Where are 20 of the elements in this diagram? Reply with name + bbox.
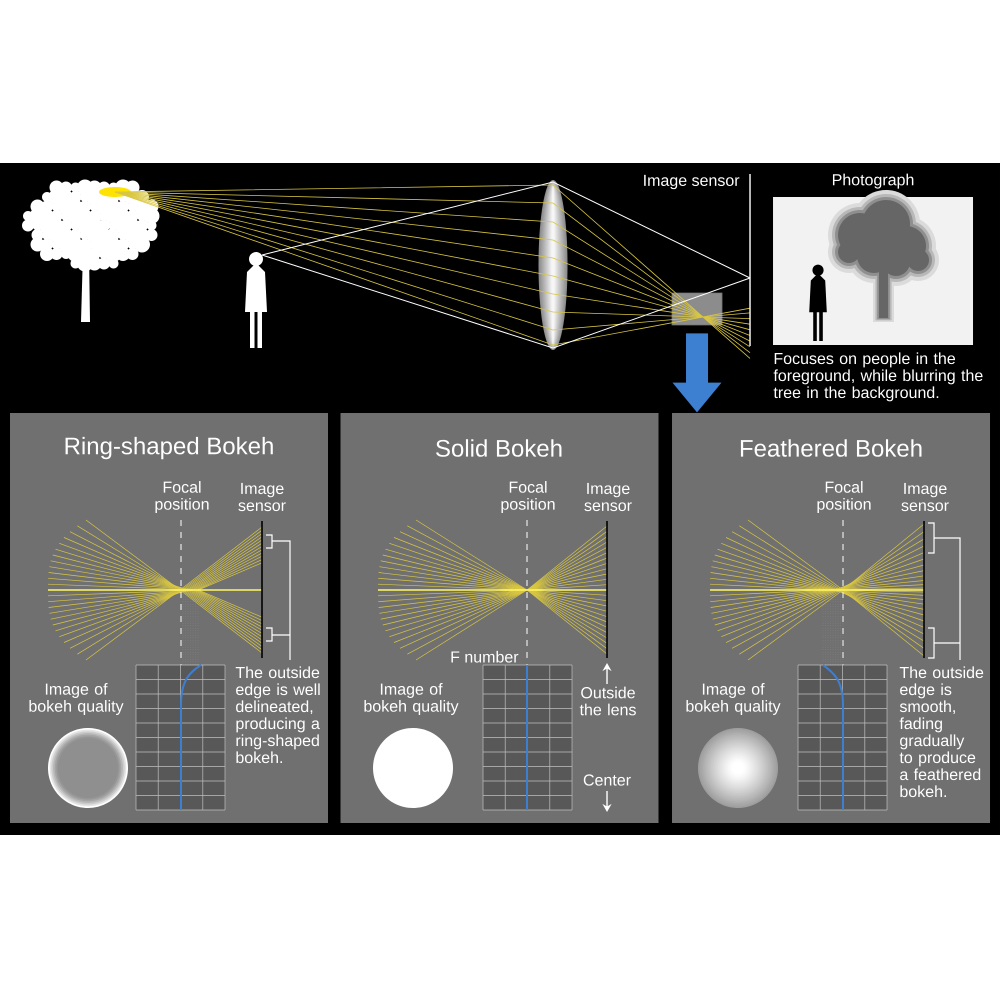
- photograph-heading: Photograph: [832, 174, 914, 189]
- direction-label: Center: [584, 774, 631, 786]
- axis-label: Image sensor: [584, 482, 632, 512]
- caption-text: Focuses on people in the foreground, while blurring the tree in the background.: [774, 352, 983, 402]
- panel-title: Ring-shaped Bokeh: [66, 436, 273, 460]
- sensor-label: Image sensor: [644, 174, 740, 190]
- bokeh-caption: Image of bokeh quality: [29, 683, 124, 715]
- axis-label: Image sensor: [238, 482, 286, 512]
- description-text: The outside edge is well delineated, producing a ring-shaped bokeh.: [236, 666, 320, 764]
- axis-label: Focal position: [501, 481, 555, 513]
- bokeh-caption: Image of bokeh quality: [686, 683, 781, 715]
- axis-label: Image sensor: [901, 482, 949, 512]
- panel-title: Feathered Bokeh: [740, 439, 922, 457]
- direction-label: Outside the lens: [580, 686, 636, 716]
- description-text: The outside edge is smooth, fading gradually to produce a feathered bokeh.: [900, 666, 984, 798]
- axis-label: Focal position: [817, 481, 871, 513]
- panel-title: Solid Bokeh: [436, 439, 562, 457]
- axis-label: Focal position: [155, 481, 209, 513]
- f-number-label: F number: [451, 650, 518, 663]
- bokeh-caption: Image of bokeh quality: [364, 683, 459, 715]
